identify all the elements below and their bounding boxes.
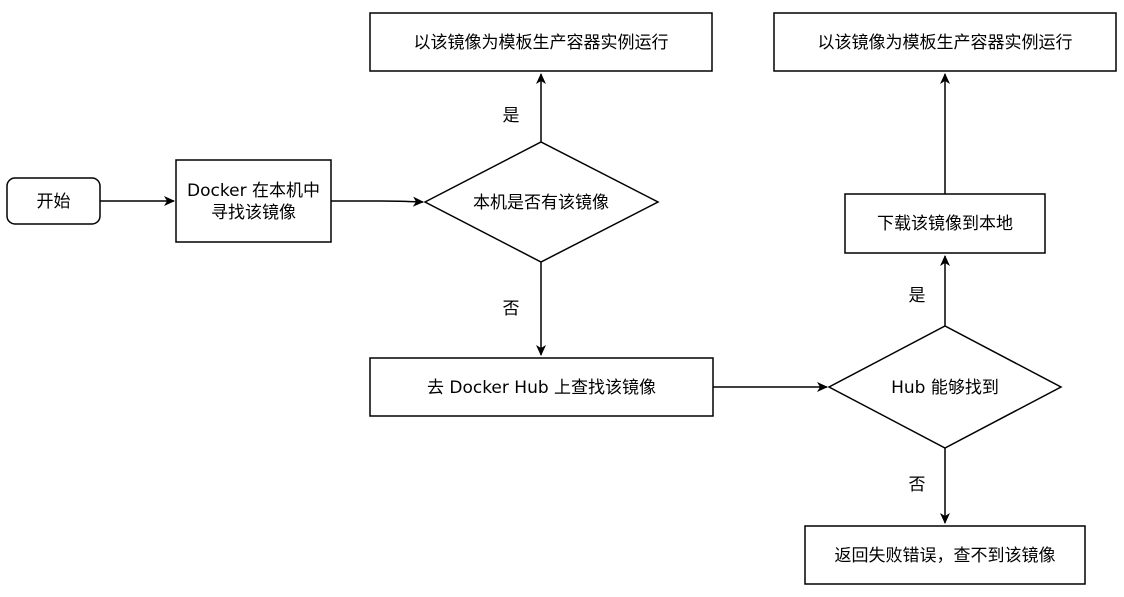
run-downloaded-node: 以该镜像为模板生产容器实例运行 [773,12,1117,72]
hub-decision-node: Hub 能够找到 [827,325,1063,449]
error-label: 返回失败错误，查不到该镜像 [835,546,1056,566]
search-hub-node: 去 Docker Hub 上查找该镜像 [369,357,714,417]
error-node: 返回失败错误，查不到该镜像 [804,525,1086,585]
local-decision-node: 本机是否有该镜像 [423,141,660,263]
hub-decision-label: Hub 能够找到 [891,378,999,398]
local-no-label: 否 [503,299,520,319]
edge-local-search-to-local-decision [331,196,424,207]
start-node: 开始 [6,177,101,225]
start-node-label: 开始 [37,192,71,212]
hub-no-label: 否 [909,475,926,495]
run-downloaded-label: 以该镜像为模板生产容器实例运行 [818,33,1073,53]
search-hub-label: 去 Docker Hub 上查找该镜像 [427,378,656,398]
run-local-node: 以该镜像为模板生产容器实例运行 [369,12,713,72]
local-yes-label: 是 [503,106,520,126]
local-search-label-line1: Docker 在本机中 [187,181,320,201]
run-local-label: 以该镜像为模板生产容器实例运行 [414,33,669,53]
local-search-node: Docker 在本机中 寻找该镜像 [175,159,332,243]
edges [100,73,950,524]
download-label: 下载该镜像到本地 [877,214,1013,234]
hub-yes-label: 是 [909,286,926,306]
edge-labels: 是 否 是 否 [503,106,926,495]
local-search-label-line2: 寻找该镜像 [211,203,296,223]
download-node: 下载该镜像到本地 [844,193,1046,254]
local-decision-label: 本机是否有该镜像 [473,193,609,213]
